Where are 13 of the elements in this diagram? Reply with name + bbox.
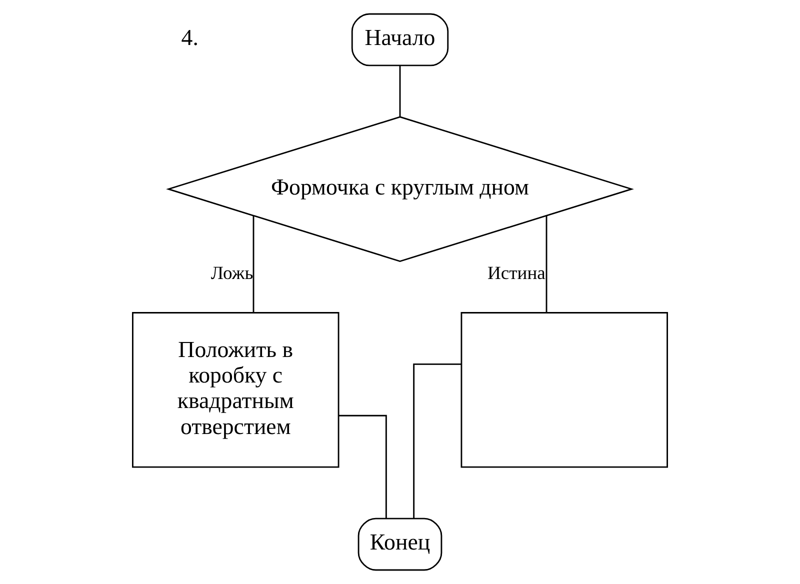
connector [338, 414, 387, 518]
edge-label: Истина [488, 262, 546, 284]
node-diamond: Формочка с круглым дном [166, 116, 634, 262]
connector [252, 216, 254, 312]
node-box: Конец [358, 518, 442, 571]
connector [413, 363, 462, 518]
connector [399, 66, 401, 117]
node-box: Начало [351, 13, 449, 66]
connector [546, 216, 548, 312]
edge-label: Ложь [210, 262, 254, 284]
label: 4. [181, 25, 198, 50]
node-box [460, 312, 668, 468]
node-box: Положить в коробку с квадратным отверстием [132, 312, 340, 468]
